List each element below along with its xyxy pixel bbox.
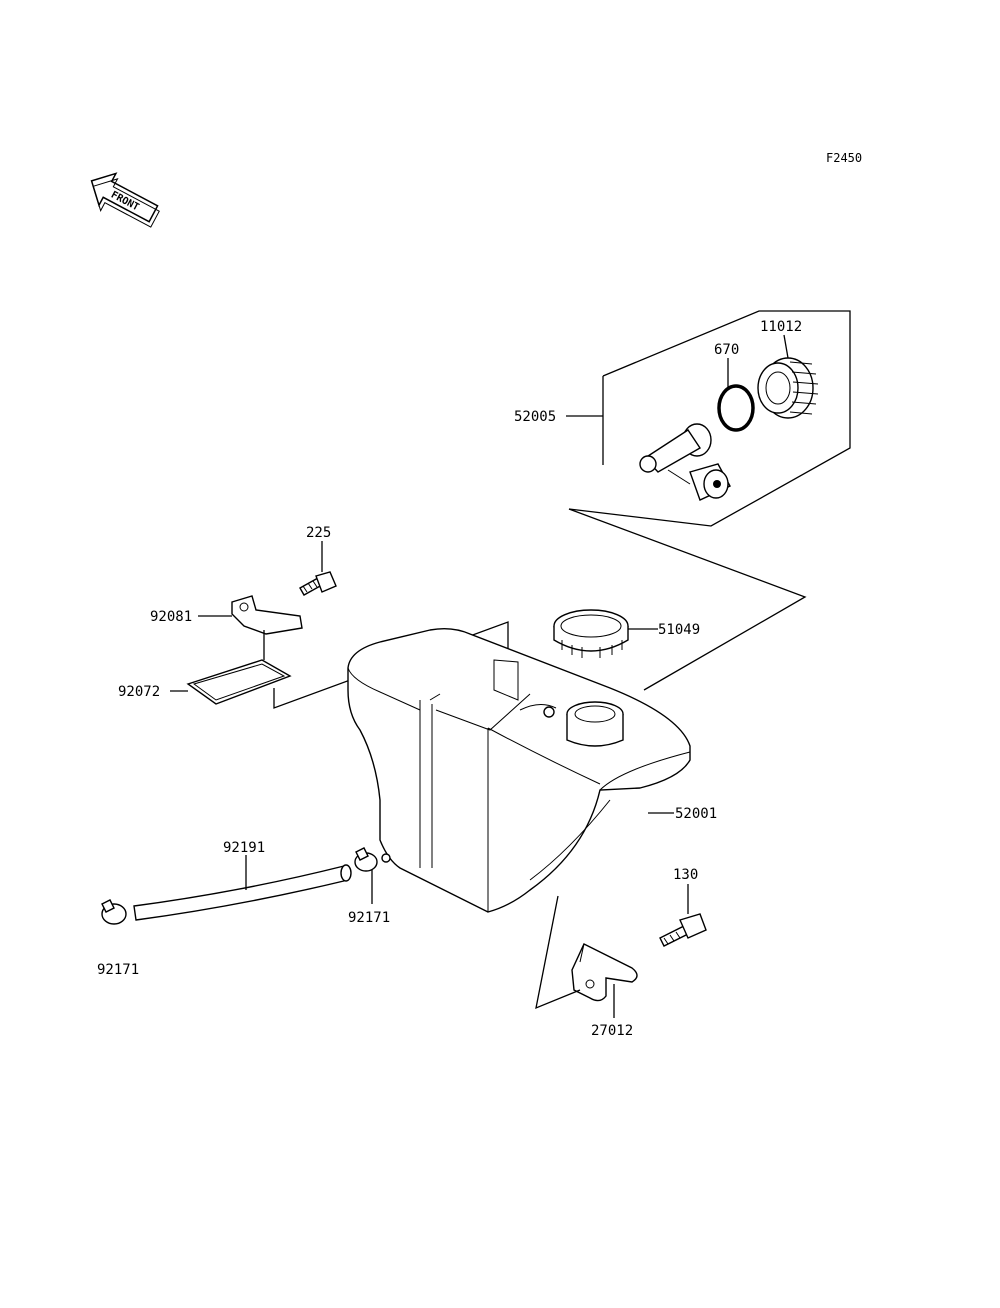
front-arrow-icon: FRONT — [90, 172, 160, 228]
callout-92081: 92081 — [150, 609, 192, 625]
callout-225: 225 — [306, 525, 331, 541]
callout-670: 670 — [714, 342, 739, 358]
filler-cap-11012 — [757, 357, 819, 419]
bolt-130 — [659, 913, 707, 947]
filler-cap-assembly-group — [568, 310, 851, 691]
bracket-27012 — [571, 943, 638, 1002]
bracket-group-lines-27012 — [535, 895, 581, 1010]
callout-130: 130 — [673, 867, 698, 883]
leader-11012 — [783, 334, 789, 359]
callout-52001: 52001 — [675, 806, 717, 822]
o-ring-670 — [717, 384, 755, 432]
tank-52001 — [347, 627, 691, 913]
clamp-92171-left — [101, 899, 127, 925]
callout-52005: 52005 — [514, 409, 556, 425]
callout-92191: 92191 — [223, 840, 265, 856]
callout-92072: 92072 — [118, 684, 160, 700]
figure-code: F2450 — [826, 151, 862, 165]
bracket-92081 — [231, 595, 303, 635]
hose-92191 — [133, 864, 352, 921]
pad-92072 — [186, 659, 292, 705]
screw-225 — [299, 571, 337, 596]
callout-92171-b: 92171 — [97, 962, 139, 978]
callout-92171-a: 92171 — [348, 910, 390, 926]
callout-11012: 11012 — [760, 319, 802, 335]
clamp-92171-right — [354, 847, 378, 872]
filler-neck-valve — [639, 423, 731, 501]
tank-cap-51049 — [553, 609, 629, 658]
callout-51049: 51049 — [658, 622, 700, 638]
callout-27012: 27012 — [591, 1023, 633, 1039]
